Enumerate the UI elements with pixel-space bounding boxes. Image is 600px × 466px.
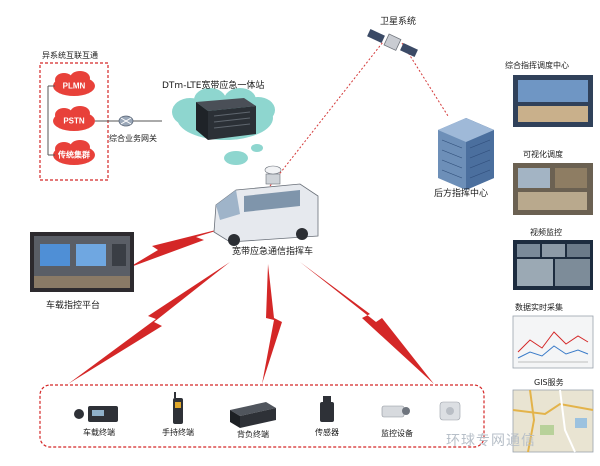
- base-station-label: DTm-LTE宽带应急一体站: [162, 81, 265, 91]
- platform-label: 车载指控平台: [46, 301, 101, 311]
- vehicle-label: 宽带应急通信指挥车: [232, 247, 314, 257]
- satellite-label: 卫星系统: [380, 17, 417, 27]
- terminal-label-sensor: 传感器: [315, 428, 339, 437]
- terminal-label-vehicle: 车载终端: [83, 428, 115, 437]
- panel-label-command-center: 综合指挥调度中心: [505, 61, 569, 70]
- lightning-to-platform: [128, 226, 232, 268]
- panel-command-center-photo: [513, 75, 593, 127]
- cloud-label-trunking: 传统集群: [58, 150, 90, 160]
- trunking-cloud-icon: [53, 140, 95, 165]
- command-vehicle-icon: [213, 165, 319, 246]
- backpack-terminal-icon: [230, 402, 276, 428]
- panel-label-visual-dispatch: 可视化调度: [523, 150, 563, 159]
- gateway-router-icon: [118, 115, 134, 127]
- terminal-label-handheld: 手持终端: [162, 428, 194, 437]
- watermark: 环球专网通信: [446, 433, 536, 449]
- panel-label-data-collection: 数据实时采集: [515, 303, 563, 312]
- panel-gis-map: [512, 389, 594, 453]
- surveillance-camera-icon: [381, 401, 461, 421]
- building-icon: [438, 118, 494, 190]
- heterogeneous-title: 异系统互联互通: [42, 51, 98, 60]
- panel-label-video-monitoring: 视频监控: [530, 228, 562, 237]
- terminal-label-monitoring: 监控设备: [381, 429, 413, 438]
- satellite-to-vehicle-link: [269, 41, 384, 187]
- tiny-cloud-bubble: [251, 144, 263, 152]
- vehicle-terminal-icon: [74, 406, 118, 422]
- rear-center-label: 后方指挥中心: [434, 189, 489, 199]
- satellite-icon: [367, 28, 418, 58]
- lightning-to-terminals-3: [300, 262, 434, 384]
- panel-data-collection-chart: [512, 315, 594, 369]
- pstn-cloud-icon: [53, 106, 95, 131]
- panel-video-monitoring-photo: [513, 240, 593, 290]
- panel-label-gis: GIS服务: [534, 378, 564, 387]
- cloud-label-pstn: PSTN: [63, 116, 85, 126]
- terminals-box: [39, 384, 485, 448]
- gateway-connectors: [47, 85, 162, 156]
- small-cloud-bubble: [224, 151, 248, 165]
- base-station-device-icon: [196, 98, 256, 140]
- lightning-to-terminals-2: [262, 264, 282, 384]
- panel-visual-dispatch-photo: [513, 163, 593, 215]
- handheld-terminal-icon: [173, 392, 183, 424]
- sensor-icon: [320, 396, 334, 422]
- terminal-label-backpack: 背负终端: [237, 430, 269, 439]
- gateway-label: 综合业务网关: [109, 134, 157, 143]
- cloud-label-plmn: PLMN: [62, 81, 86, 91]
- vehicle-platform-photo: [30, 232, 134, 292]
- lightning-to-terminals-1: [68, 262, 230, 384]
- plmn-cloud-icon: [53, 71, 95, 96]
